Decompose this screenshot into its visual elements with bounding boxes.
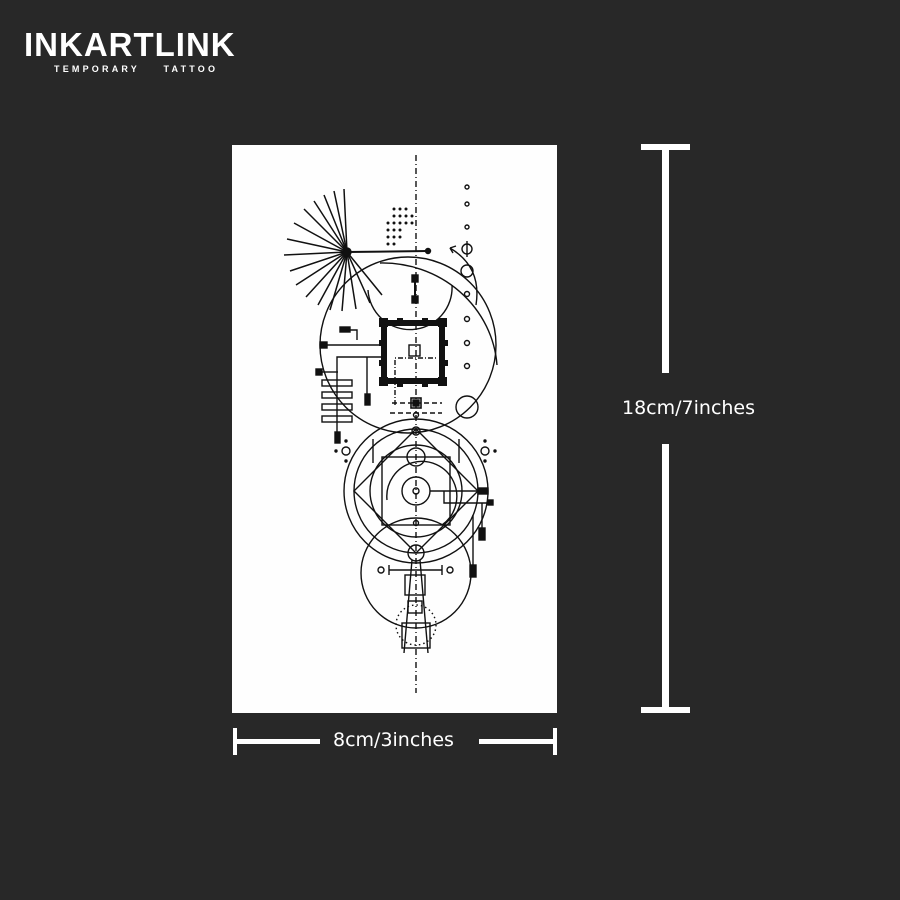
width-dimension-left-line xyxy=(235,739,320,744)
width-dimension-right-line xyxy=(479,739,555,744)
height-dimension-top-line xyxy=(662,148,669,373)
brand-logo: INKARTLINK TEMPORARY TATTOO xyxy=(24,26,236,75)
geometric-tattoo-illustration xyxy=(283,155,498,693)
height-dimension-label: 18cm/7inches xyxy=(622,397,756,419)
brand-name: INKARTLINK xyxy=(24,26,236,63)
width-dimension-right-cap xyxy=(553,728,557,755)
height-dimension-bottom-line xyxy=(662,444,669,709)
tattoo-card xyxy=(232,145,557,713)
height-dimension-top-cap xyxy=(641,144,690,150)
height-dimension-bottom-cap xyxy=(641,707,690,713)
brand-tagline: TEMPORARY TATTOO xyxy=(54,64,219,74)
width-dimension-label: 8cm/3inches xyxy=(333,729,454,751)
